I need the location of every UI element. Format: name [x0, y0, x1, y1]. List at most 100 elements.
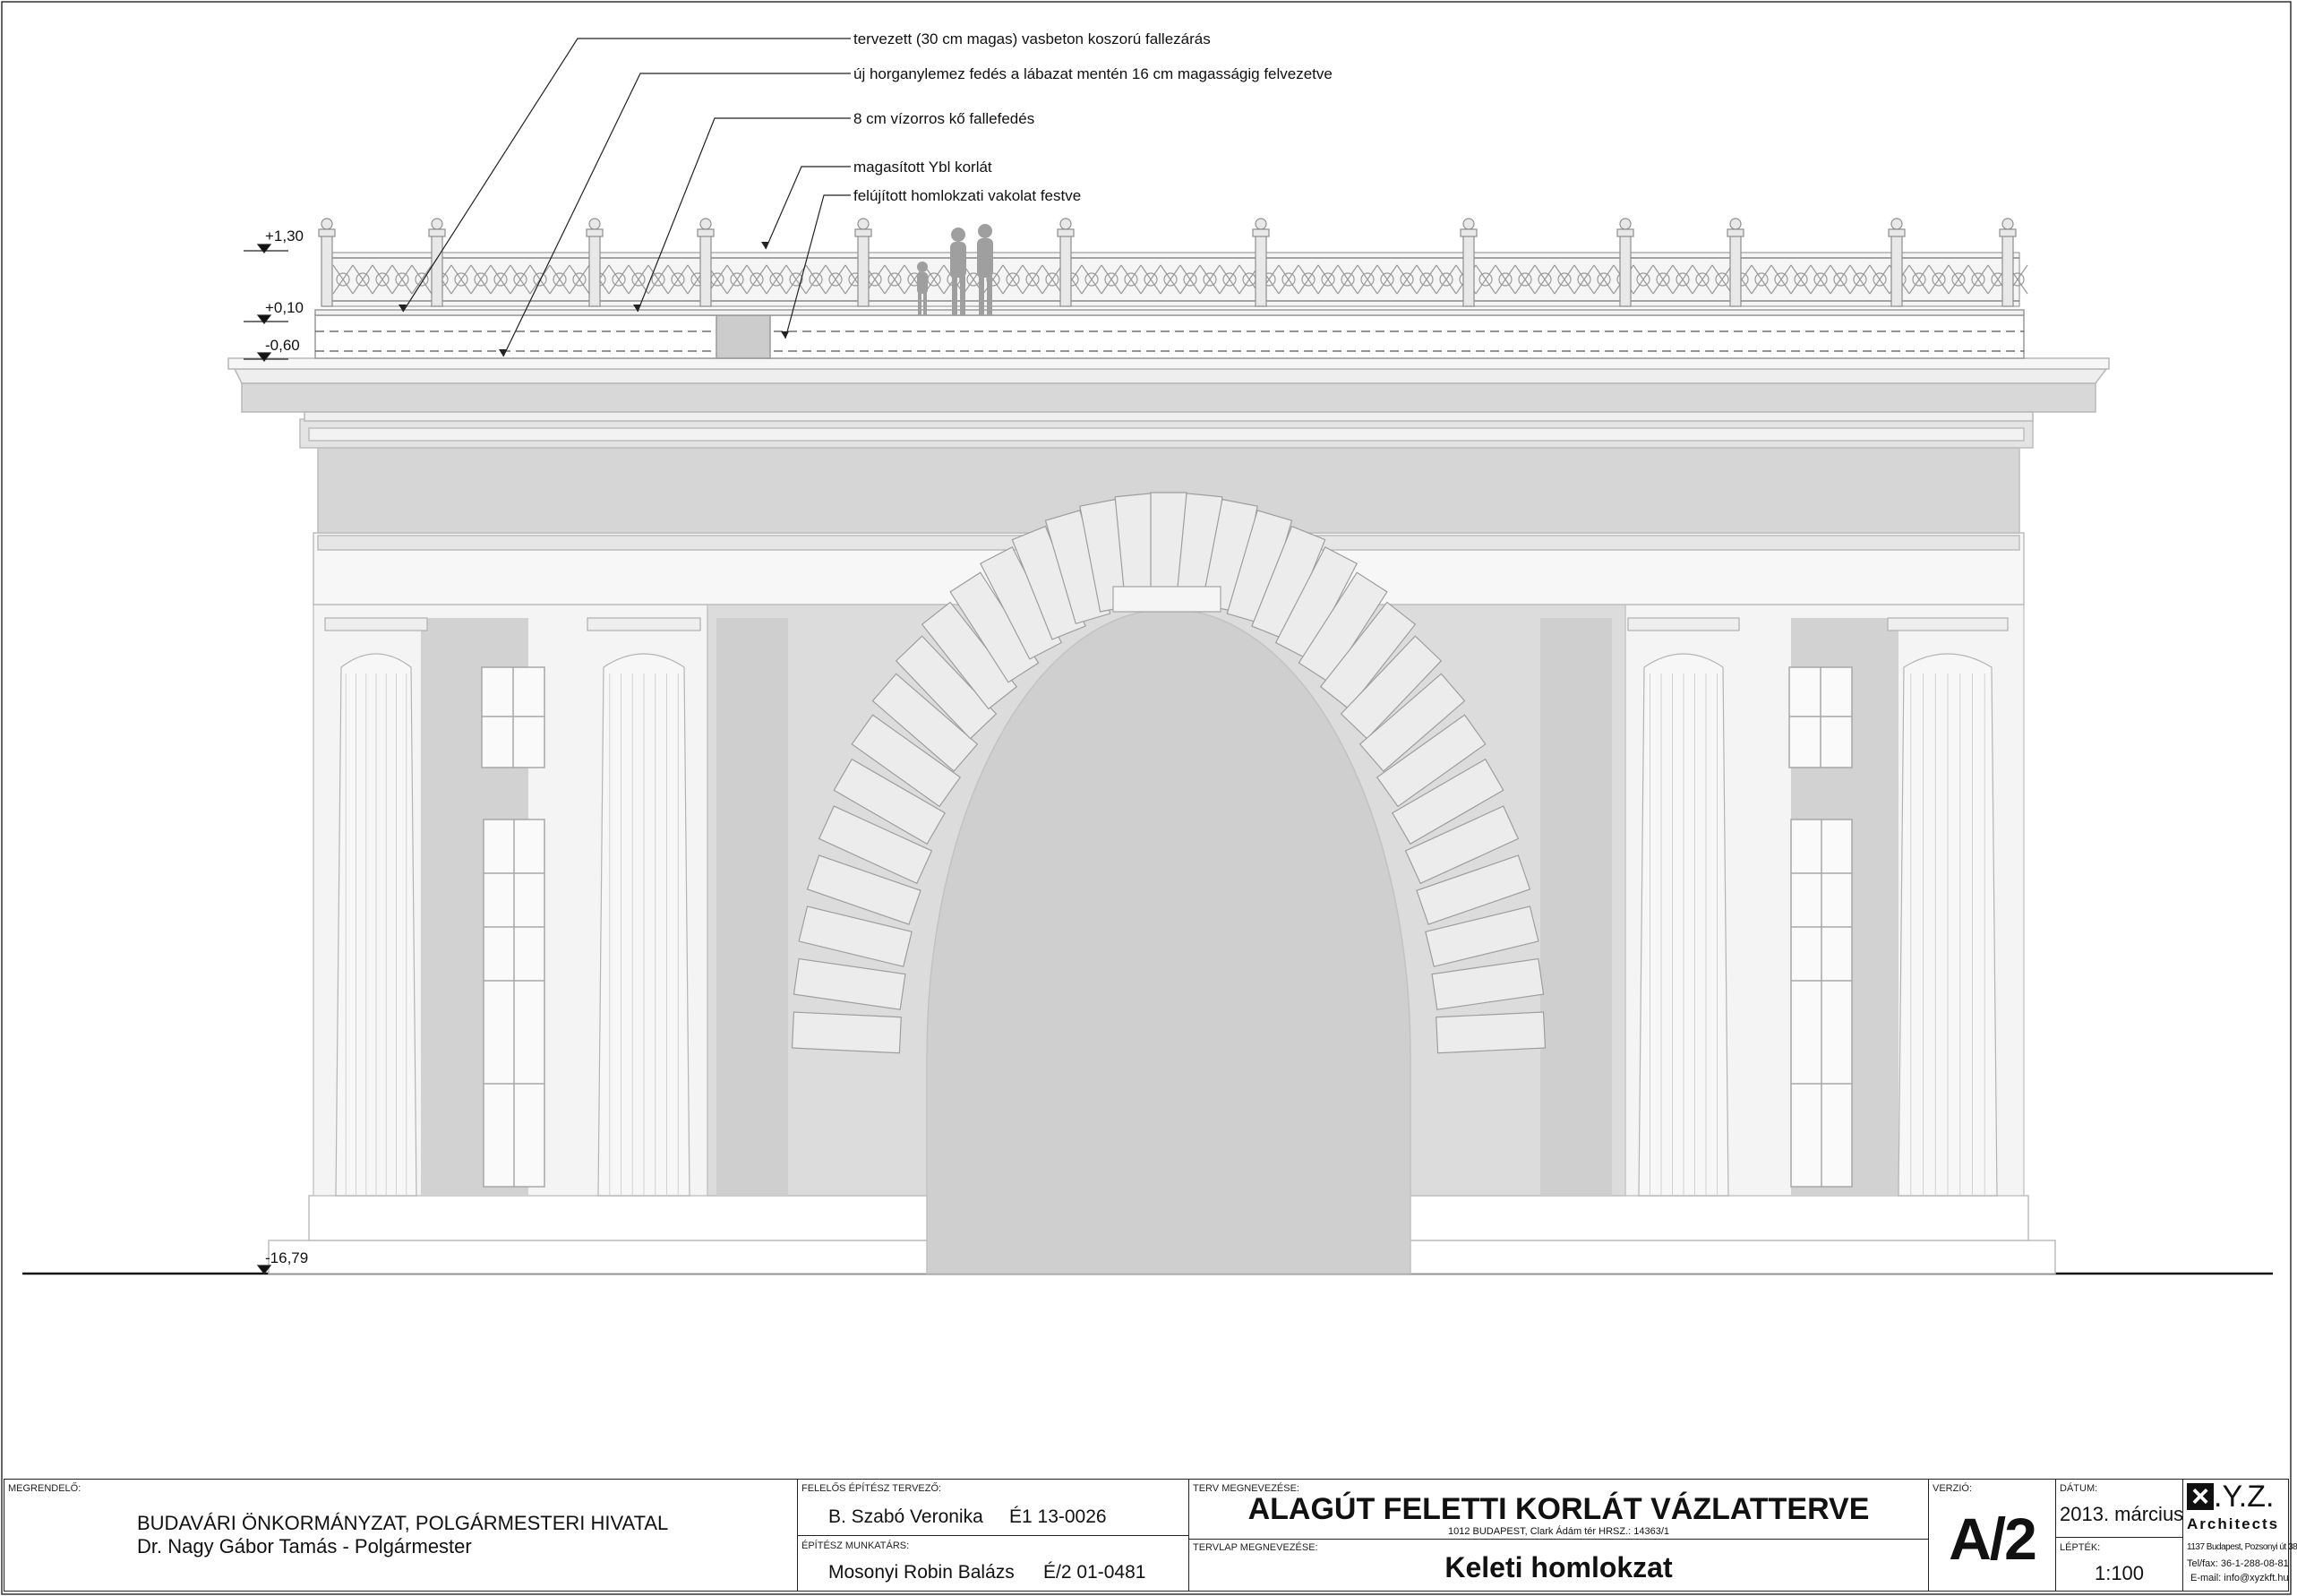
lattice-cross	[825, 264, 846, 295]
lattice-cross	[1160, 264, 1181, 295]
title-block: MEGRENDELŐ: BUDAVÁRI ÖNKORMÁNYZAT, POLGÁ…	[4, 1479, 2297, 1592]
lattice-cross	[1317, 264, 1339, 295]
lattice-cross	[1140, 264, 1161, 295]
firm-email: E-mail: info@xyzkft.hu	[2190, 1573, 2289, 1583]
lattice-cross	[1790, 264, 1812, 295]
annotation-labels: tervezett (30 cm magas) vasbeton koszorú…	[853, 30, 1333, 204]
annotation-label: új horganylemez fedés a lábazat mentén 1…	[853, 65, 1333, 82]
arch-voussoir	[1298, 571, 1388, 683]
baluster-post-cap	[1727, 228, 1744, 237]
baluster-post	[588, 228, 601, 307]
windows	[481, 666, 1853, 1188]
baluster-post-finial	[588, 218, 601, 230]
designer-cell: FELELŐS ÉPÍTÉSZ TERVEZŐ: B. Szabó Veroni…	[798, 1480, 1189, 1591]
baluster-post-cap	[428, 228, 446, 237]
lattice-cross	[450, 264, 472, 295]
lattice-ring	[493, 272, 508, 287]
lattice-ring	[1478, 272, 1493, 287]
lattice-ring	[1360, 272, 1375, 287]
lattice-ring	[809, 272, 823, 287]
baluster-post	[857, 228, 870, 307]
arch-voussoir	[798, 905, 913, 967]
baluster-post-cap	[1057, 228, 1075, 237]
lattice-ring	[1144, 272, 1158, 287]
designer-license: É1 13-0026	[1009, 1506, 1107, 1527]
lattice-ring	[1538, 272, 1552, 287]
lattice-ring	[1321, 272, 1335, 287]
lattice-ring	[533, 272, 547, 287]
annotation-label: tervezett (30 cm magas) vasbeton koszorú…	[853, 30, 1211, 47]
lattice-cross	[1908, 264, 1930, 295]
lattice-cross	[1534, 264, 1556, 295]
lattice-cross	[726, 264, 748, 295]
annotation-label: magasított Ybl korlát	[853, 159, 992, 176]
level-markers	[244, 244, 288, 1274]
client-cell: MEGRENDELŐ: BUDAVÁRI ÖNKORMÁNYZAT, POLGÁ…	[4, 1480, 798, 1591]
lattice-cross	[1849, 264, 1871, 295]
firm-logo-text: .Y.Z.	[2214, 1480, 2275, 1514]
annotation-leaders	[402, 38, 851, 357]
arch-voussoir	[1044, 510, 1111, 625]
arch-voussoir	[818, 805, 933, 885]
lattice-ring	[651, 272, 665, 287]
arch-voussoir	[921, 601, 1018, 710]
annotation-arrows	[399, 242, 789, 356]
sheet-title: Keleti homlokzat	[1444, 1551, 1673, 1583]
lattice-ring	[789, 272, 803, 287]
lattice-cross	[1120, 264, 1142, 295]
lattice-cross	[352, 264, 373, 295]
client-name: BUDAVÁRI ÖNKORMÁNYZAT, POLGÁRMESTERI HIV…	[137, 1512, 669, 1534]
lattice-ring	[1124, 272, 1138, 287]
baluster-post	[1729, 228, 1742, 307]
level-labels: +1,30 +0,10 -0,60 -16,79	[265, 227, 308, 1266]
baluster-post-cap	[697, 228, 715, 237]
lattice-cross	[1514, 264, 1536, 295]
version-cell: VERZIÓ: A/2	[1929, 1480, 2056, 1591]
lattice-cross	[332, 264, 354, 295]
scale-value: 1:100	[2094, 1562, 2145, 1584]
lattice-cross	[884, 264, 905, 295]
lattice-cross	[1830, 264, 1851, 295]
baluster-post-cap	[1888, 228, 1906, 237]
column-capital	[1627, 617, 1740, 631]
arch-voussoir	[1319, 601, 1417, 710]
baluster-post-finial	[2001, 218, 2014, 230]
associate-license: É/2 01-0481	[1043, 1562, 1146, 1583]
lattice-cross	[785, 264, 807, 295]
lattice-ring	[415, 272, 429, 287]
lattice-ring	[395, 272, 409, 287]
annotation-label: felújított homlokzati vakolat festve	[853, 187, 1081, 204]
firm-phone: Tel/fax: 36-1-288-08-81	[2187, 1558, 2289, 1569]
baluster-post-finial	[321, 218, 333, 230]
lattice-ring	[1754, 272, 1769, 287]
baluster-post-cap	[586, 228, 604, 237]
baluster-post-cap	[1252, 228, 1270, 237]
lattice-ring	[1380, 272, 1394, 287]
arch-voussoir	[1251, 525, 1326, 640]
lattice-ring	[828, 272, 843, 287]
baluster-post	[1059, 228, 1072, 307]
lattice-ring	[454, 272, 468, 287]
baluster-post-finial	[1890, 218, 1903, 230]
baluster-post-finial	[699, 218, 712, 230]
lattice-cross	[569, 264, 590, 295]
lattice-ring	[474, 272, 488, 287]
baluster-post-cap	[1616, 228, 1634, 237]
parapet-base	[314, 309, 2025, 359]
lattice-ring	[1971, 272, 1985, 287]
associate-label: ÉPÍTÉSZ MUNKATÁRS:	[801, 1540, 910, 1551]
firm-logo-subtitle: Architects	[2187, 1515, 2280, 1532]
baluster-post-finial	[1729, 218, 1742, 230]
arch-voussoir	[1391, 758, 1504, 845]
lattice-ring	[1873, 272, 1887, 287]
project-label: TERV MEGNEVEZÉSE:	[1193, 1483, 1299, 1494]
lattice-ring	[887, 272, 902, 287]
lattice-cross	[391, 264, 413, 295]
lattice-ring	[1419, 272, 1434, 287]
lattice-cross	[1081, 264, 1102, 295]
lattice-ring	[356, 272, 370, 287]
level-label: +1,30	[265, 227, 304, 245]
people-silhouettes	[917, 224, 993, 315]
lattice-cross	[1967, 264, 1989, 295]
